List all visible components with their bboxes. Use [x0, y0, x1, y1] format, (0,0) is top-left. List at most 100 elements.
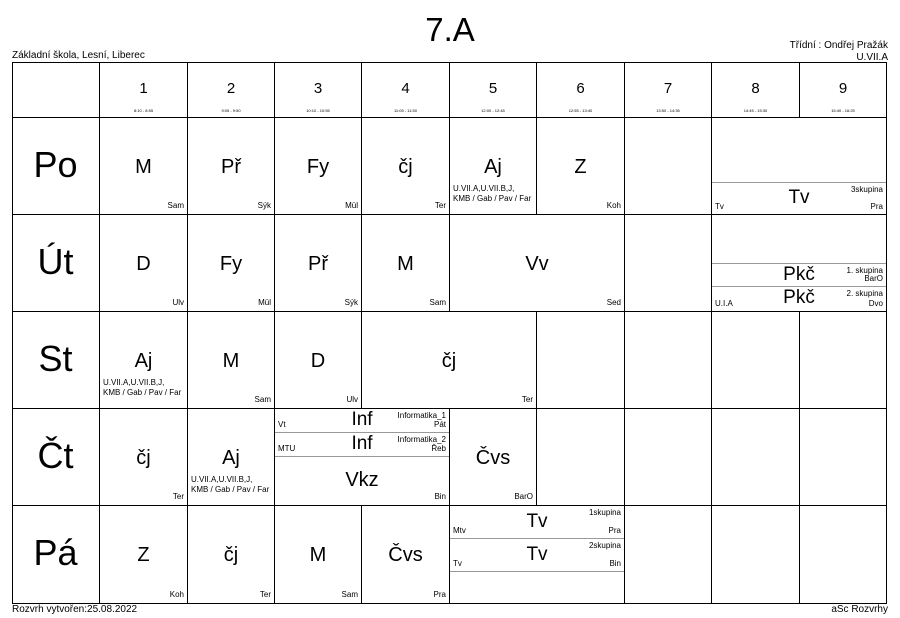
empty-cell [800, 312, 887, 409]
lesson-group: 2. skupina [846, 289, 883, 298]
lesson-cell[interactable]: Aj U.VII.A,U.VII.B,J, KMB / Gab / Pav / … [100, 312, 188, 409]
lesson-cell[interactable]: Tv Mtv 1skupina Pra Tv Tv 2skupina Bin [450, 506, 625, 604]
lesson-cell[interactable]: Př Sýk [188, 118, 275, 215]
lesson-teacher: Ter [259, 590, 271, 599]
period-header-1: 1 8:10 - 8:55 [100, 62, 188, 118]
period-time: 12:00 - 12:45 [481, 108, 505, 113]
lesson-subject: Tv [788, 187, 810, 208]
lesson-teacher: Ulv [346, 395, 358, 404]
period-number: 9 [838, 80, 848, 97]
lesson-cell[interactable]: čj Ter [362, 312, 537, 409]
lesson-subgroup[interactable]: Pkč U.I.A 2. skupina Dvo [712, 287, 886, 311]
lesson-cell[interactable]: Čvs Pra [362, 506, 450, 604]
lesson-groups-line2: KMB / Gab / Pav / Far [453, 194, 532, 203]
lesson-room: MTU [278, 444, 296, 453]
period-header-4: 4 11:05 - 11:50 [362, 62, 450, 118]
lesson-subject: Př [221, 156, 241, 178]
day-name: Čt [37, 435, 74, 476]
period-number: 6 [576, 80, 585, 97]
class-title: 7.A [425, 11, 475, 48]
lesson-room: Mtv [453, 526, 466, 535]
lesson-group: 1skupina [588, 508, 621, 517]
lesson-subject: Inf [351, 409, 373, 430]
lesson-subgroup[interactable]: Tv Mtv 1skupina Pra [450, 506, 624, 539]
lesson-cell[interactable]: Tv Tv 3skupina Pra [712, 118, 887, 215]
lesson-teacher: Sam [167, 201, 184, 210]
lesson-cell[interactable]: Čvs BarO [450, 409, 537, 506]
period-header-7: 7 13:50 - 14:35 [625, 62, 712, 118]
lesson-subject: Aj [134, 350, 153, 372]
lesson-cell[interactable]: D Ulv [275, 312, 362, 409]
lesson-cell[interactable]: Vv Sed [450, 215, 625, 312]
day-label-ut: Út [12, 215, 100, 312]
lesson-subject: Pkč [783, 287, 815, 308]
lesson-teacher: Bin [609, 559, 621, 568]
lesson-subject: Př [308, 253, 328, 275]
lesson-teacher: Mül [345, 201, 358, 210]
period-header-5: 5 12:00 - 12:45 [450, 62, 537, 118]
lesson-cell[interactable]: M Sam [100, 118, 188, 215]
period-number: 5 [488, 80, 498, 97]
lesson-cell[interactable]: Aj U.VII.A,U.VII.B,J, KMB / Gab / Pav / … [450, 118, 537, 215]
lesson-subject: Pkč [783, 264, 815, 285]
lesson-subgroup[interactable]: Tv Tv 2skupina Bin [450, 539, 624, 572]
lesson-teacher: Ulv [172, 298, 184, 307]
lesson-cell[interactable]: Př Sýk [275, 215, 362, 312]
lesson-cell[interactable]: M Sam [362, 215, 450, 312]
lesson-subject: M [135, 156, 152, 178]
lesson-subgroup[interactable]: Pkč 1. skupina BarO [712, 263, 886, 287]
lesson-teacher: Sam [341, 590, 358, 599]
class-teacher-block: Třídní : Ondřej Pražák U.VII.A [790, 40, 888, 64]
empty-cell [712, 409, 800, 506]
lesson-groups-line2: KMB / Gab / Pav / Far [103, 388, 182, 397]
created-date: Rozvrh vytvořen:25.08.2022 [12, 604, 138, 615]
lesson-cell[interactable]: Inf Vt Informatika_1 Pát Inf MTU Informa… [275, 409, 450, 506]
lesson-cell[interactable]: čj Ter [362, 118, 450, 215]
lesson-cell[interactable]: čj Ter [100, 409, 188, 506]
lesson-teacher: Pra [433, 590, 446, 599]
lesson-teacher: Mül [258, 298, 271, 307]
lesson-cell[interactable]: M Sam [275, 506, 362, 604]
lesson-cell[interactable]: Z Koh [537, 118, 625, 215]
lesson-subject: Vkz [345, 469, 379, 491]
lesson-subject: M [309, 544, 327, 566]
lesson-cell[interactable]: Aj U.VII.A,U.VII.B,J, KMB / Gab / Pav / … [188, 409, 275, 506]
lesson-cell[interactable]: M Sam [188, 312, 275, 409]
lesson-room: Tv [453, 559, 462, 568]
lesson-groups-line2: KMB / Gab / Pav / Far [191, 485, 270, 494]
period-time: 13:50 - 14:35 [656, 108, 680, 113]
lesson-subject: D [310, 350, 326, 372]
lesson-room: U.I.A [715, 299, 733, 308]
lesson-subgroup[interactable]: Inf Vt Informatika_1 Pát [275, 409, 449, 433]
lesson-subject: čj [223, 544, 239, 566]
lesson-subject: Čvs [475, 447, 511, 469]
lesson-group: Informatika_2 [397, 435, 446, 444]
lesson-teacher: Pra [870, 202, 883, 211]
period-time: 10:10 - 10:55 [306, 108, 330, 113]
lesson-subject: Z [137, 544, 150, 566]
class-teacher: Třídní : Ondřej Pražák [789, 40, 888, 51]
lesson-subject: Fy [219, 253, 243, 275]
lesson-cell[interactable]: čj Ter [188, 506, 275, 604]
lesson-teacher: Dvo [868, 299, 883, 308]
lesson-teacher: BarO [864, 274, 883, 283]
lesson-groups-line1: U.VII.A,U.VII.B,J, [103, 378, 165, 387]
lesson-subgroup[interactable]: Tv Tv 3skupina Pra [712, 182, 886, 214]
lesson-cell[interactable]: Pkč 1. skupina BarO Pkč U.I.A 2. skupina… [712, 215, 887, 312]
lesson-cell[interactable]: Fy Mül [188, 215, 275, 312]
lesson-cell[interactable]: Fy Mül [275, 118, 362, 215]
period-time: 11:05 - 11:50 [394, 108, 417, 113]
lesson-cell[interactable]: Z Koh [100, 506, 188, 604]
period-header-3: 3 10:10 - 10:55 [275, 62, 362, 118]
period-time: 14:45 - 15:30 [743, 108, 768, 113]
empty-cell [625, 118, 712, 215]
day-name: Po [33, 144, 78, 185]
period-header-9: 9 15:40 - 16:25 [800, 62, 887, 118]
lesson-subject: čj [398, 156, 413, 178]
lesson-subject: Aj [222, 447, 240, 469]
home-room: U.VII.A [856, 52, 888, 63]
period-time: 8:10 - 8:55 [133, 108, 154, 113]
lesson-subgroup[interactable]: Inf MTU Informatika_2 Řeb [275, 433, 449, 457]
lesson-cell[interactable]: D Ulv [100, 215, 188, 312]
period-header-8: 8 14:45 - 15:30 [712, 62, 800, 118]
